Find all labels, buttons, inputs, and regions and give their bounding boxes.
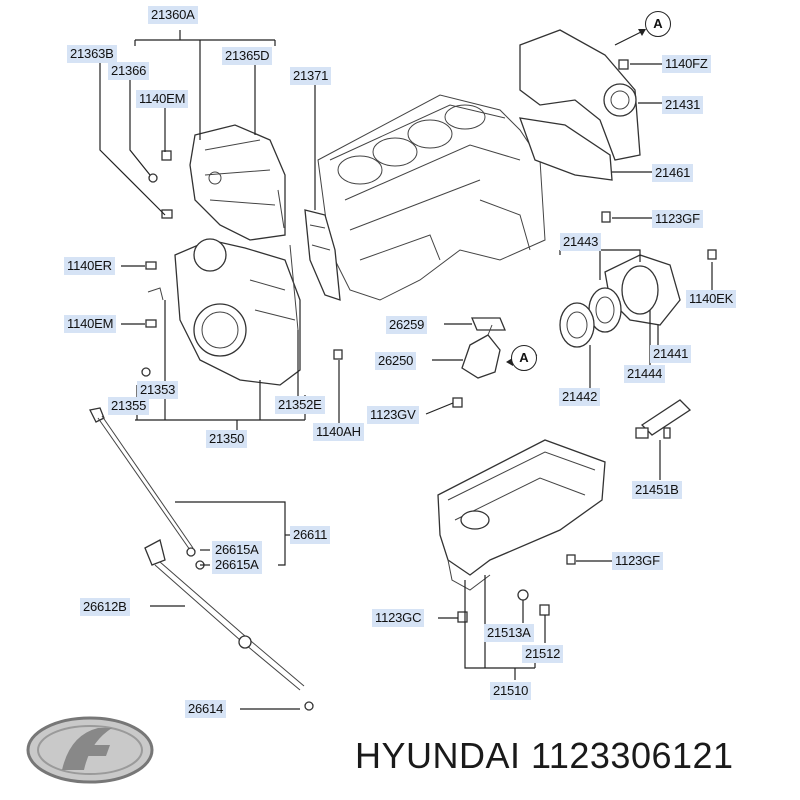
label-1140em-mid: 1140EM: [64, 315, 117, 333]
view-marker-a-top: A: [645, 11, 671, 37]
label-1140er: 1140ER: [64, 257, 115, 275]
brand-part-number: HYUNDAI 1123306121: [355, 735, 734, 776]
label-21442: 21442: [559, 388, 601, 406]
label-21451b: 21451B: [632, 481, 682, 499]
dipstick: [89, 407, 205, 570]
label-21431: 21431: [662, 96, 704, 114]
leader-lines: [99, 29, 713, 710]
dipstick-guide: [144, 539, 314, 711]
cover-plate: [519, 117, 613, 181]
label-1123gf-bottom: 1123GF: [612, 552, 663, 570]
label-21365d: 21365D: [222, 47, 273, 65]
label-21353: 21353: [137, 381, 179, 399]
label-21443: 21443: [560, 233, 602, 251]
label-26614: 26614: [185, 700, 227, 718]
label-21366: 21366: [108, 62, 150, 80]
label-21444: 21444: [624, 365, 666, 383]
label-21510: 21510: [490, 682, 532, 700]
label-26612b: 26612B: [80, 598, 130, 616]
label-1140em-top: 1140EM: [136, 90, 189, 108]
label-1140fz: 1140FZ: [662, 55, 711, 73]
label-26259: 26259: [386, 316, 428, 334]
label-21360a: 21360A: [148, 6, 198, 24]
label-21350: 21350: [206, 430, 248, 448]
label-21355: 21355: [108, 397, 150, 415]
sealant-tube: [635, 399, 692, 439]
hyundai-logo-icon: [26, 716, 154, 784]
label-26615a-top: 26615A: [212, 541, 262, 559]
bolt-1140fz: [618, 59, 629, 70]
label-21371: 21371: [290, 67, 332, 85]
bolts-left: [141, 150, 343, 377]
oil-strainer: [452, 317, 506, 408]
label-21513a: 21513A: [484, 624, 534, 642]
label-26250: 26250: [375, 352, 417, 370]
timing-cover-upper: [189, 124, 286, 241]
label-1123gv: 1123GV: [367, 406, 419, 424]
label-21352e: 21352E: [275, 396, 325, 414]
seal-plate: [304, 209, 341, 301]
rear-plate: [519, 29, 641, 161]
timing-cover-lower: [174, 238, 301, 386]
label-21441: 21441: [650, 345, 692, 363]
label-26615a-bottom: 26615A: [212, 556, 262, 574]
label-21512: 21512: [522, 645, 564, 663]
gasket-strip: [289, 244, 299, 331]
oil-seal-housing: [559, 249, 717, 348]
label-26611: 26611: [290, 526, 331, 544]
bolt-1123gf-top: [601, 211, 611, 223]
arrow-head-top: [638, 29, 646, 36]
label-1123gc: 1123GC: [372, 609, 425, 627]
engine-block: [317, 94, 546, 301]
oil-pan: [437, 439, 606, 623]
view-marker-a-mid: A: [511, 345, 537, 371]
label-1123gf-top: 1123GF: [652, 210, 703, 228]
label-21363b: 21363B: [67, 45, 117, 63]
label-21461: 21461: [652, 164, 694, 182]
gasket-strip-upper: [277, 189, 285, 229]
label-1140ah: 1140AH: [313, 423, 364, 441]
label-1140ek: 1140EK: [686, 290, 737, 308]
